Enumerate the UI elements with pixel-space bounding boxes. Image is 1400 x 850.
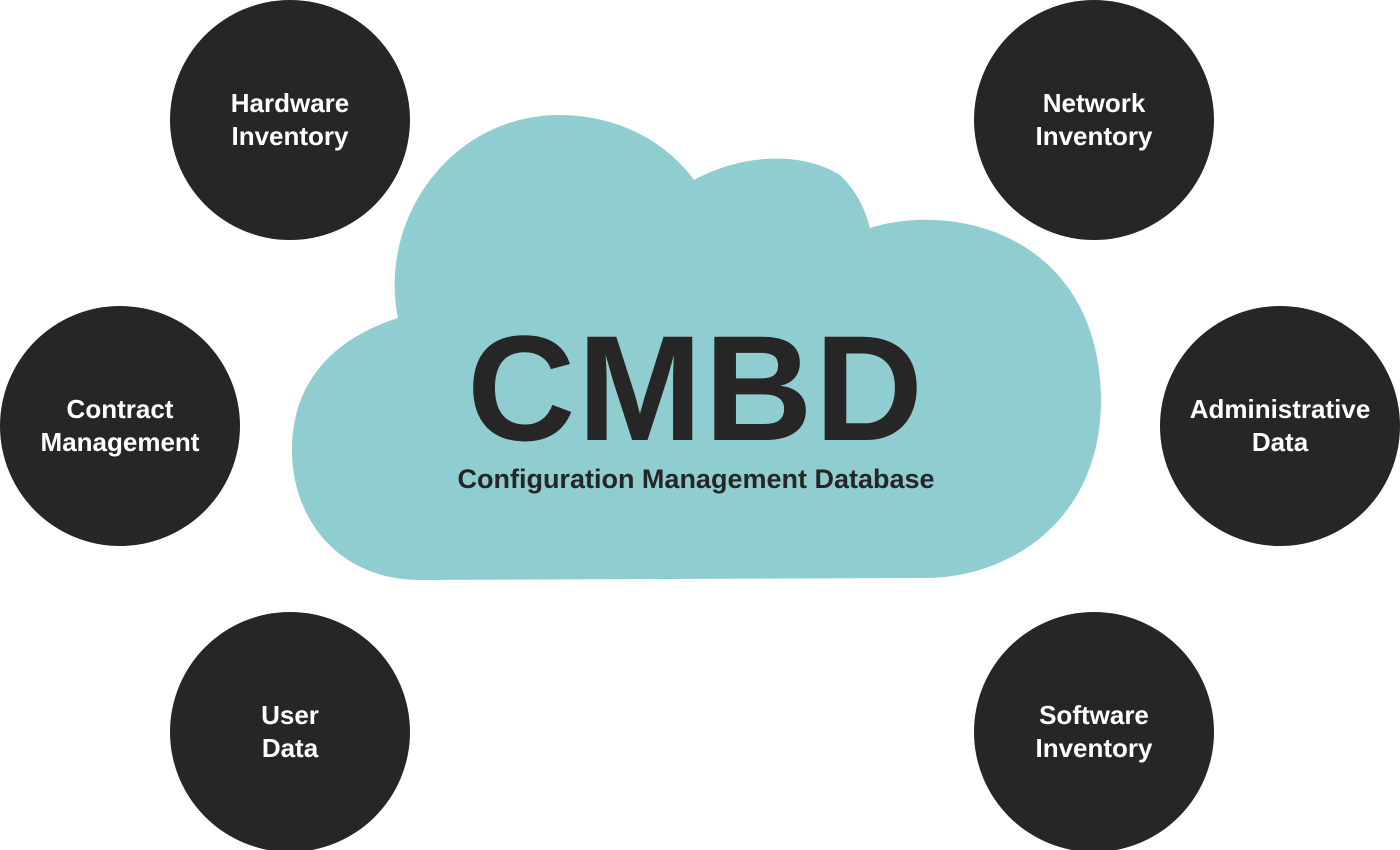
node-label-line-2: Inventory: [1035, 733, 1153, 763]
node-label-line-2: Management: [40, 427, 200, 457]
node-administrative-data: Administrative Data: [1160, 306, 1400, 546]
cmdb-title: CMBD: [467, 304, 925, 472]
node-user-data: User Data: [170, 612, 410, 850]
node-label-line-2: Inventory: [231, 121, 349, 151]
node-label-line-1: Hardware: [230, 88, 350, 118]
node-label-line-2: Data: [261, 733, 319, 763]
node-label-line-1: User: [261, 700, 319, 730]
node-network-inventory: Network Inventory: [974, 0, 1214, 240]
node-label-line-1: Contract: [66, 394, 174, 424]
node-label-line-2: Data: [1251, 427, 1309, 457]
node-software-inventory: Software Inventory: [974, 612, 1214, 850]
node-label-line-1: Network: [1042, 88, 1146, 118]
cloud-outline: [291, 115, 1101, 580]
node-label-line-1: Administrative: [1189, 394, 1371, 424]
node-label-line-1: Software: [1039, 700, 1149, 730]
node-label-line-2: Inventory: [1035, 121, 1153, 151]
node-contract-management: Contract Management: [0, 306, 240, 546]
cmdb-subtitle: Configuration Management Database: [457, 464, 935, 494]
node-hardware-inventory: Hardware Inventory: [170, 0, 410, 240]
